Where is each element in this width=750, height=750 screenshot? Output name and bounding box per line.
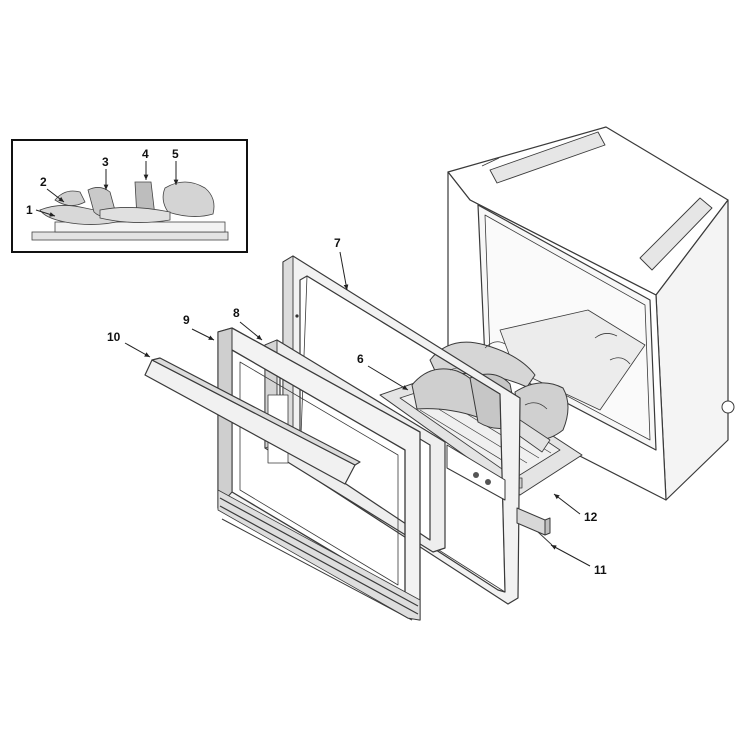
callout-9: 9 (183, 313, 190, 327)
front-door-inner-lip (239, 361, 399, 586)
callout-7: 7 (334, 236, 341, 250)
inset-log-5 (162, 181, 215, 217)
callout-6: 6 (357, 352, 364, 366)
housing-side-knockout (721, 400, 735, 414)
callout-8: 8 (233, 306, 240, 320)
trim-frame-inner-border (299, 275, 506, 593)
main-callouts: 7 6 8 9 10 12 11 (107, 236, 607, 577)
grate-bars (419, 394, 552, 469)
callout-4: 4 (142, 147, 149, 161)
firebox-housing (447, 126, 735, 501)
callout-5: 5 (172, 147, 179, 161)
top-vent-slot-1 (489, 131, 606, 184)
callout-11: 11 (594, 563, 607, 577)
log-set (411, 341, 569, 453)
inset-grate-base (31, 231, 229, 241)
log-set-inset: 1 2 3 4 5 (11, 139, 248, 253)
control-panel (446, 444, 506, 501)
inset-callouts: 1 2 3 4 5 (26, 147, 179, 217)
callout-1: 1 (26, 203, 33, 217)
callout-12: 12 (584, 510, 598, 524)
callout-3: 3 (102, 155, 109, 169)
callout-10: 10 (107, 330, 121, 344)
top-vent-slot-2 (639, 197, 713, 271)
door-louvre-grille (217, 489, 421, 621)
top-trim-bar (144, 357, 361, 485)
mounting-bracket (516, 507, 553, 546)
callout-2: 2 (40, 175, 47, 189)
